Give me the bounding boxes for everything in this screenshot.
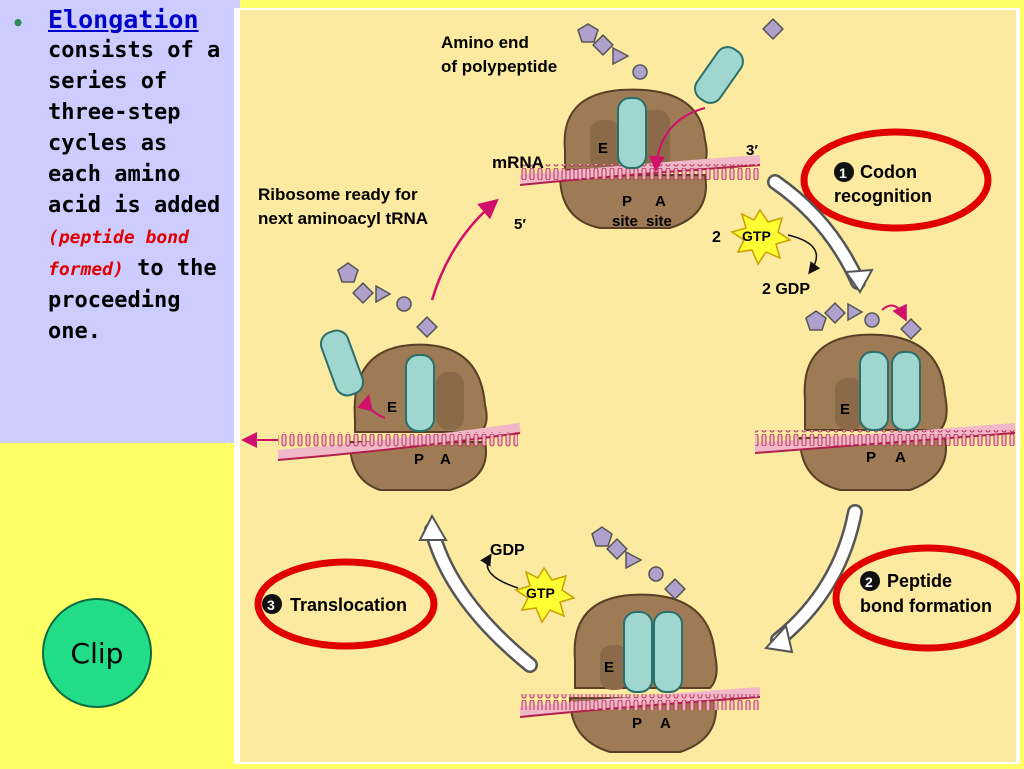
return-arrow: [430, 198, 499, 301]
arrow-trna-entry: [649, 107, 706, 172]
body-text-end: to the proceeding one.: [48, 256, 217, 344]
step2-badge: [860, 571, 880, 591]
site-p-bottom: P: [632, 715, 642, 732]
gtp-count-1: 2: [712, 229, 721, 246]
site-p-top: P: [622, 193, 632, 210]
site-a-right: A: [895, 449, 906, 466]
mrna-top: [519, 155, 761, 186]
label-ribosome-ready-1: Ribosome ready for: [258, 185, 418, 204]
gdp-arrow-2: [480, 553, 519, 589]
site-p-left: P: [414, 451, 424, 468]
site-word-p: site: [612, 213, 638, 230]
gtp-label-2: GTP: [526, 585, 555, 601]
step1-label-1: Codon: [860, 162, 917, 182]
polypeptide-bottom: [591, 526, 686, 600]
label-5-prime: 5′: [514, 216, 526, 233]
polypeptide-top: [577, 18, 784, 80]
cycle-arrow-1: [769, 176, 864, 288]
mrna-bottom: [519, 687, 761, 718]
body-text: consists of a series of three-step cycle…: [48, 38, 221, 218]
text-box: • Elongation consists of a series of thr…: [0, 0, 240, 443]
polypeptide-left: [337, 262, 438, 338]
step2-label-2: bond formation: [860, 596, 992, 616]
gtp-burst-1: [730, 208, 792, 266]
site-e-left: E: [387, 399, 397, 416]
site-e-bottom: E: [604, 659, 614, 676]
step3-label: Translocation: [290, 595, 407, 615]
highlight-codon-recognition: [800, 128, 992, 232]
gdp-label-2: GDP: [490, 542, 525, 559]
trnas-left: [319, 329, 435, 432]
peptide-bond-note: (peptide bond formed): [48, 227, 189, 280]
step1-number: 1: [839, 165, 847, 181]
highlight-translocation: [254, 558, 438, 650]
label-of-polypeptide: of polypeptide: [441, 57, 557, 76]
trna-incoming-top: [694, 46, 744, 104]
step2-number: 2: [865, 574, 873, 590]
ribosome-top: [558, 88, 708, 229]
cycle-arrow-1-head: [844, 268, 874, 294]
gdp-label-1: 2 GDP: [762, 281, 810, 298]
trnas-right: [859, 351, 921, 431]
cycle-arrow-3-head: [418, 513, 448, 541]
mrna-right: [754, 423, 1016, 454]
gtp-label-1: GTP: [742, 228, 771, 244]
gtp-burst-2: [514, 566, 576, 624]
label-3-prime: 3′: [746, 142, 758, 159]
site-a-bottom: A: [660, 715, 671, 732]
bullet: •: [12, 11, 25, 35]
step3-badge: [262, 594, 282, 614]
trnas-bottom: [623, 611, 683, 693]
label-mrna: mRNA: [492, 153, 544, 172]
site-word-a: site: [646, 213, 672, 230]
label-ribosome-ready-2: next aminoacyl tRNA: [258, 209, 428, 228]
site-e-top: E: [598, 140, 608, 157]
text-content: Elongation consists of a series of three…: [48, 4, 233, 347]
cycle-arrow-2: [772, 506, 861, 646]
cycle-arrow-2-head: [764, 623, 794, 654]
step3-number: 3: [267, 597, 275, 613]
peptide-transfer-arrow: [881, 303, 907, 322]
elongation-title: Elongation: [48, 5, 199, 34]
trna-exit-arrow: [357, 394, 386, 419]
cycle-arrow-3: [426, 524, 536, 671]
mrna-left: [277, 423, 521, 461]
step1-label-2: recognition: [834, 186, 932, 206]
elongation-diagram: Amino end of polypeptide mRNA 3′ 5′ E P …: [234, 8, 1024, 764]
site-a-left: A: [440, 451, 451, 468]
site-a-top: A: [655, 193, 666, 210]
site-e-right: E: [840, 401, 850, 418]
gdp-arrow-1: [787, 234, 821, 275]
polypeptide-right: [805, 302, 922, 340]
clip-button[interactable]: Clip: [42, 598, 152, 708]
site-p-right: P: [866, 449, 876, 466]
trna-p-top: [617, 97, 647, 169]
step1-badge: [834, 162, 854, 182]
step2-label-1: Peptide: [887, 571, 952, 591]
label-amino-end: Amino end: [441, 33, 529, 52]
